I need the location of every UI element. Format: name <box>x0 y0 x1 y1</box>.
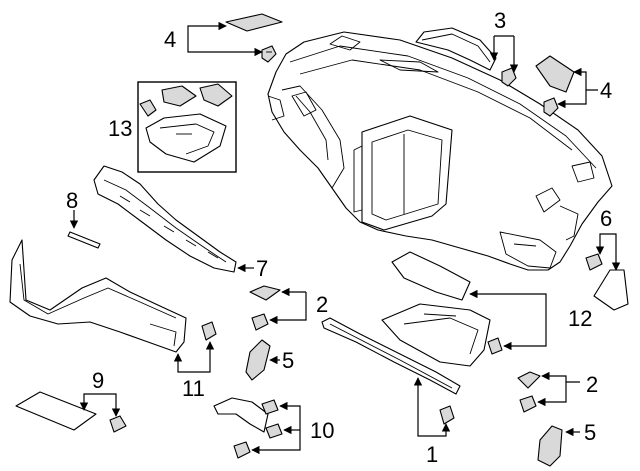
part-10-clip-b <box>265 423 283 439</box>
leader-4-left <box>187 21 263 57</box>
leader-2-right <box>537 371 580 407</box>
leader-12 <box>469 289 547 351</box>
leader-11 <box>173 341 215 373</box>
part-4-clip-left <box>261 45 277 63</box>
callout-13: 13 <box>108 116 132 141</box>
part-4-pad-left <box>225 13 283 32</box>
leader-1 <box>413 377 451 437</box>
leader-3 <box>489 35 519 73</box>
part-2-clip-left-b <box>251 313 269 331</box>
part-11-clip <box>201 321 217 341</box>
callout-5-center: 5 <box>282 348 294 373</box>
leader-6 <box>595 233 621 271</box>
callout-12: 12 <box>568 306 592 331</box>
part-1-cross-member <box>321 317 461 395</box>
callout-4-left: 4 <box>164 27 176 52</box>
callout-5-right: 5 <box>584 420 596 445</box>
part-1-clip <box>439 405 455 425</box>
part-10-clip-a <box>261 399 279 415</box>
part-10-clip-c <box>233 441 251 459</box>
part-9-plate <box>15 391 97 431</box>
part-7-reinforcement <box>93 165 237 273</box>
instrument-panel-main <box>267 31 613 271</box>
leader-2-left <box>269 287 307 325</box>
part-6-clip <box>585 253 603 271</box>
part-4-pad-right <box>535 55 575 93</box>
part-10-duct <box>213 397 269 433</box>
callout-7: 7 <box>256 256 268 281</box>
callout-6: 6 <box>600 206 612 231</box>
part-5-bracket-right <box>537 425 563 467</box>
callout-1: 1 <box>426 442 438 467</box>
part-4-clip-right <box>543 97 559 117</box>
part-13-inset-box <box>137 81 237 173</box>
part-6-side-cover <box>593 269 629 311</box>
part-12-glove-box <box>381 303 491 367</box>
callout-3: 3 <box>494 8 506 33</box>
part-12-upper-panel <box>391 251 471 301</box>
part-2-clip-right-a <box>517 371 541 389</box>
leader-9 <box>79 393 121 417</box>
part-2-clip-right-b <box>519 395 537 413</box>
part-5-bracket-center <box>245 339 271 381</box>
leader-4-right <box>557 67 598 109</box>
part-8-rod <box>67 231 101 249</box>
callout-2-left: 2 <box>316 292 328 317</box>
callout-8: 8 <box>66 188 78 213</box>
callout-4-right: 4 <box>600 78 612 103</box>
leader-10 <box>251 401 301 455</box>
callout-11: 11 <box>182 376 205 401</box>
callout-9: 9 <box>92 368 104 393</box>
callout-10: 10 <box>310 418 334 443</box>
part-2-clip-left-a <box>249 285 281 301</box>
part-12-clip <box>487 337 503 355</box>
callout-2-right: 2 <box>586 372 598 397</box>
part-9-clip <box>109 415 127 433</box>
part-11-lower-cover <box>9 239 187 353</box>
